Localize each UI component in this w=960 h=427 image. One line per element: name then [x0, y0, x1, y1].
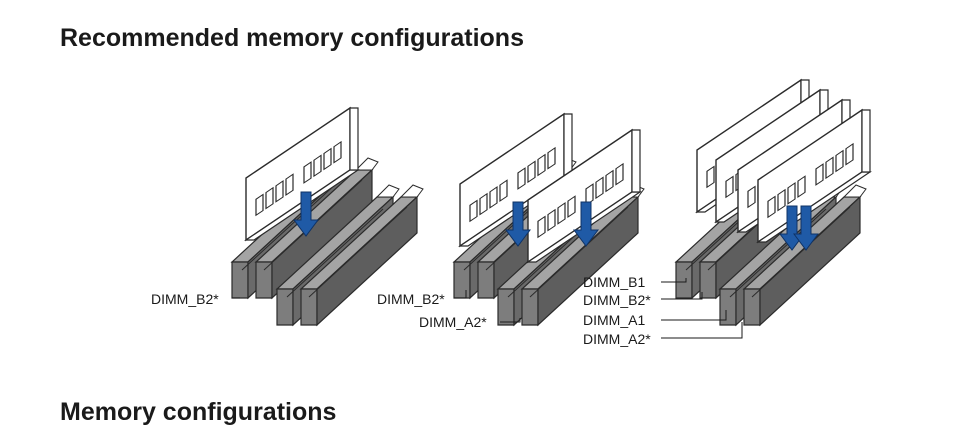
slot-label: DIMM_A2* [419, 314, 487, 330]
memory-diagram [231, 79, 871, 339]
config-two-dimms [453, 113, 645, 326]
section-heading: Memory configurations [60, 398, 337, 426]
slot-label: DIMM_B2* [151, 291, 219, 307]
page-title: Recommended memory configurations [60, 24, 524, 52]
slot-label: DIMM_B1 [583, 274, 646, 290]
leader-line [661, 278, 687, 283]
leader-line [454, 290, 467, 299]
leader-line [661, 292, 703, 300]
slot-label: DIMM_A2* [583, 331, 651, 347]
leader-line [500, 318, 521, 323]
leader-line [661, 322, 743, 339]
slot-label: DIMM_A1 [583, 312, 646, 328]
slot-label: DIMM_B2* [583, 292, 651, 308]
leader-line [661, 310, 727, 321]
config-four-dimms [661, 79, 871, 339]
config-one-dimm [231, 107, 424, 326]
slot-label: DIMM_B2* [377, 291, 445, 307]
